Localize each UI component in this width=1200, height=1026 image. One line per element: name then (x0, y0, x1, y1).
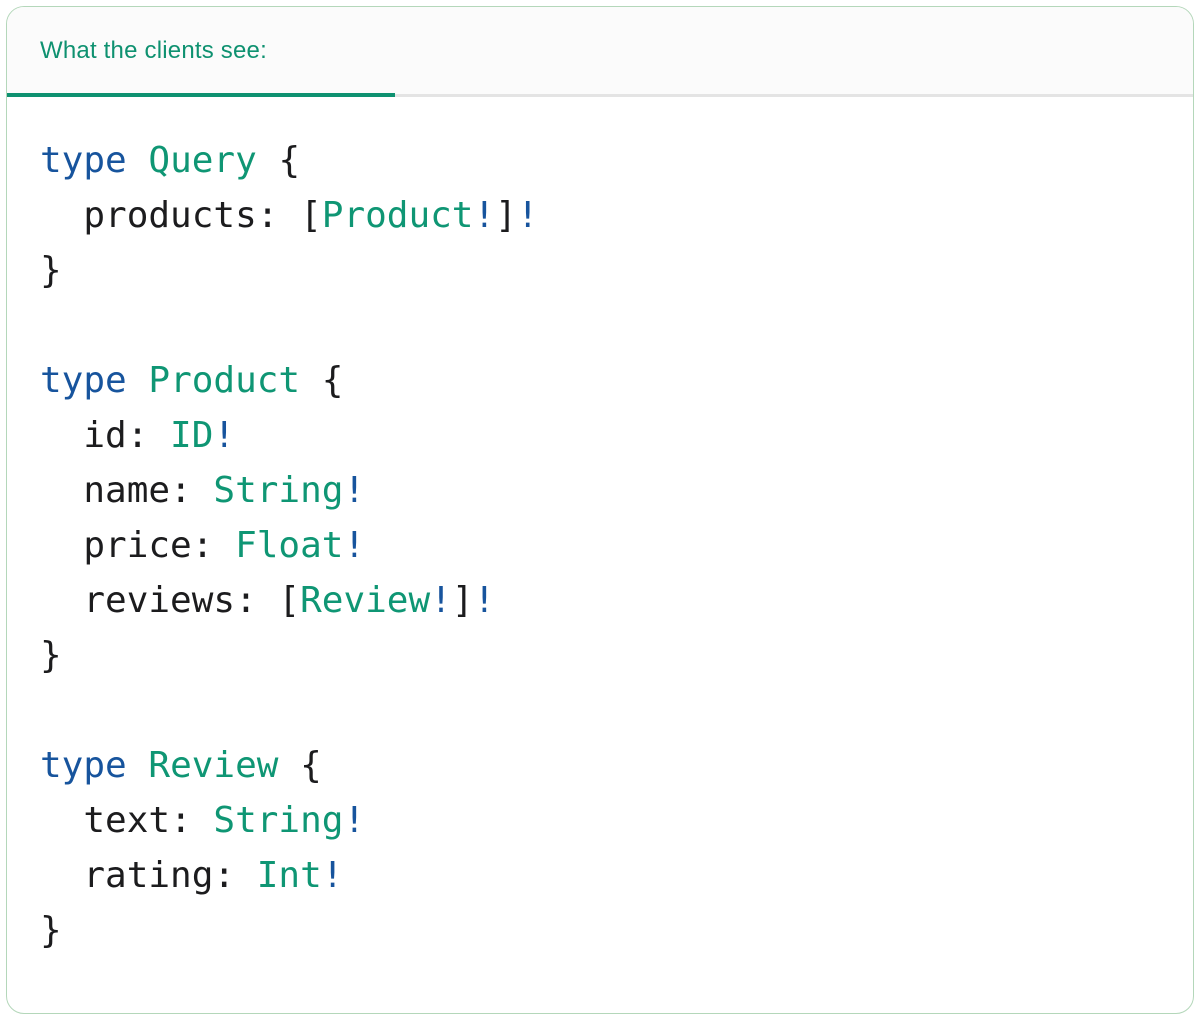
code-line: } (40, 628, 1173, 683)
code-line: type Query { (40, 133, 1173, 188)
code-token: products: [ (40, 195, 322, 236)
code-token (127, 745, 149, 786)
code-token: ! (343, 800, 366, 841)
code-token: Review (300, 580, 431, 621)
code-line: } (40, 903, 1173, 958)
code-token: ID (170, 415, 214, 456)
code-line: id: ID! (40, 408, 1173, 463)
code-token: name: (40, 470, 214, 511)
code-token: ! (213, 415, 236, 456)
code-token: id: (40, 415, 171, 456)
code-token: price: (40, 525, 236, 566)
code-line: products: [Product!]! (40, 188, 1173, 243)
tab-what-clients-see[interactable]: What the clients see: (40, 37, 267, 65)
code-line (40, 683, 1173, 738)
code-token: Review (148, 745, 279, 786)
code-line: type Product { (40, 353, 1173, 408)
graphql-schema-code: type Query { products: [Product!]!}type … (7, 97, 1193, 998)
code-token: Product (321, 195, 474, 236)
code-token: ! (343, 525, 366, 566)
code-token: ] (495, 195, 517, 236)
code-token: ! (430, 580, 452, 621)
code-token: Product (148, 360, 301, 401)
code-line: type Review { (40, 738, 1173, 793)
code-token: String (213, 470, 344, 511)
code-line: } (40, 243, 1173, 298)
code-token: type (40, 360, 127, 401)
code-token: { (278, 745, 322, 786)
code-token: type (40, 140, 127, 181)
code-token: reviews: [ (40, 580, 301, 621)
code-token: ! (473, 195, 496, 236)
tab-label: What the clients see: (40, 36, 267, 64)
code-token: { (256, 140, 301, 181)
code-token (127, 140, 149, 181)
code-line: name: String! (40, 463, 1173, 518)
code-token: } (40, 250, 62, 291)
code-line: text: String! (40, 793, 1173, 848)
code-token (127, 360, 149, 401)
schema-card: What the clients see: type Query { produ… (6, 6, 1194, 1014)
code-token: ! (516, 195, 539, 236)
code-token: } (40, 635, 62, 676)
code-token: type (40, 745, 127, 786)
code-token: String (213, 800, 344, 841)
code-line: rating: Int! (40, 848, 1173, 903)
card-header: What the clients see: (7, 7, 1193, 97)
code-token: text: (40, 800, 214, 841)
code-token: ! (343, 470, 366, 511)
code-line: reviews: [Review!]! (40, 573, 1173, 628)
active-tab-indicator (7, 93, 395, 97)
code-token: rating: (40, 855, 257, 896)
code-token: { (300, 360, 344, 401)
code-token: ! (321, 855, 344, 896)
code-token: Float (235, 525, 344, 566)
code-line: price: Float! (40, 518, 1173, 573)
code-token: } (40, 910, 62, 951)
code-token: Int (256, 855, 322, 896)
code-token: ! (473, 580, 496, 621)
code-line (40, 298, 1173, 353)
code-token: Query (148, 140, 257, 181)
code-token: ] (451, 580, 474, 621)
